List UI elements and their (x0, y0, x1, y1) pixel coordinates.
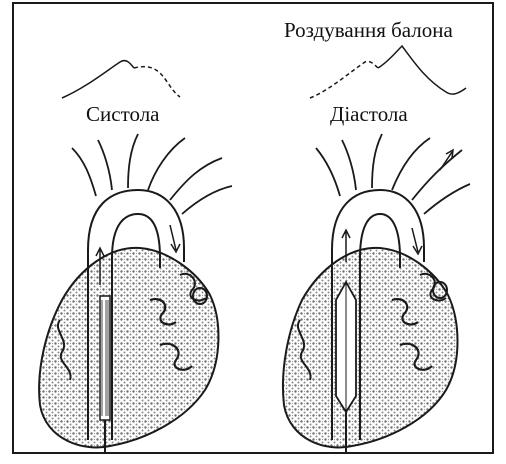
deflated-balloon (100, 296, 110, 420)
heart-diastole (283, 134, 470, 452)
heart-body-left (39, 248, 218, 448)
diastole-pressure-waveform (310, 46, 466, 98)
heart-body-right (283, 248, 458, 448)
systole-label: Систола (86, 104, 160, 125)
balloon-inflation-label: Роздування балона (284, 20, 453, 41)
heart-systole (39, 134, 232, 452)
diastole-label: Діастола (330, 104, 408, 125)
systole-pressure-waveform (62, 61, 180, 98)
